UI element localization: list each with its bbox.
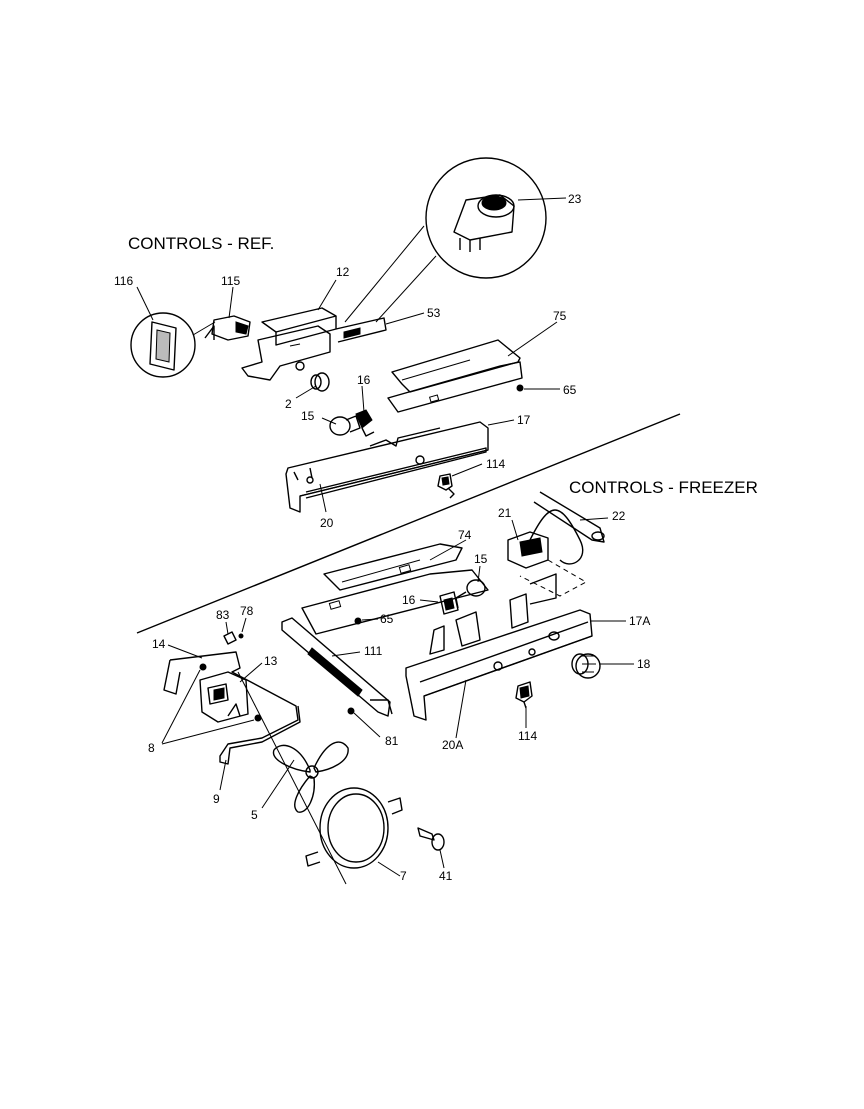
- callout-75: 75: [553, 309, 567, 323]
- callout-15-freezer: 15: [474, 552, 488, 566]
- callout-16-freezer: 16: [402, 593, 416, 607]
- part-18-knob: [571, 653, 634, 679]
- callout-114-freezer: 114: [518, 729, 537, 743]
- part-17a-light-housing: [405, 573, 626, 721]
- part-75-cover: [387, 339, 523, 413]
- callout-53: 53: [427, 306, 441, 320]
- callout-labels: 23 116 115 12 53 75 65 2 16 15 17 114 20…: [114, 192, 651, 883]
- callout-15-ref: 15: [301, 409, 315, 423]
- callout-65-ref: 65: [563, 383, 577, 397]
- callout-18: 18: [637, 657, 651, 671]
- callout-20a: 20A: [442, 738, 463, 752]
- callout-21: 21: [498, 506, 512, 520]
- detail-circle-timer: [425, 157, 567, 279]
- callout-81: 81: [385, 734, 399, 748]
- part-13-fan-motor: [199, 671, 249, 723]
- callout-17: 17: [517, 413, 531, 427]
- part-65-screw-ref: [516, 384, 560, 392]
- callout-12: 12: [336, 265, 350, 279]
- callout-13: 13: [264, 654, 278, 668]
- section-divider: [136, 413, 681, 634]
- callout-111: 111: [364, 644, 383, 658]
- part-74-cover: [301, 543, 489, 635]
- callout-83: 83: [216, 608, 230, 622]
- detail-leader-a: [344, 225, 425, 323]
- callout-115: 115: [221, 274, 240, 288]
- part-114-freezer: [515, 681, 533, 709]
- callout-5: 5: [251, 808, 258, 822]
- part-14-fan-bracket: [163, 651, 301, 765]
- part-65-screw-freezer: [354, 617, 379, 625]
- section-title-ref: CONTROLS - REF.: [128, 234, 274, 253]
- part-12-housing: [241, 307, 387, 381]
- callout-74: 74: [458, 528, 472, 542]
- detail-leader-b: [375, 255, 437, 323]
- part-83-clip: [223, 631, 237, 645]
- callout-17a: 17A: [629, 614, 650, 628]
- callout-7: 7: [400, 869, 407, 883]
- callout-16-ref: 16: [357, 373, 371, 387]
- fan-shaft-centerline: [237, 671, 347, 885]
- part-15-bulb-freezer: [455, 579, 486, 609]
- callout-41: 41: [439, 869, 453, 883]
- part-15-bulb-ref: [329, 415, 361, 436]
- leader-lines: [136, 279, 609, 877]
- part-115-switch: [204, 315, 251, 341]
- callout-22: 22: [612, 509, 626, 523]
- part-16-socket-ref: [355, 409, 375, 437]
- callout-116: 116: [114, 274, 133, 288]
- callout-23: 23: [568, 192, 582, 206]
- part-41-screw: [417, 827, 445, 851]
- part-81-screw: [347, 707, 355, 715]
- callout-20: 20: [320, 516, 334, 530]
- detail-circle-116: [130, 312, 216, 378]
- part-78-screw: [238, 633, 244, 639]
- part-21-control: [507, 509, 584, 569]
- control-dashed-path: [519, 559, 588, 597]
- callout-8: 8: [148, 741, 155, 755]
- part-111-bracket: [281, 617, 393, 717]
- part-5-fan-blade: [272, 741, 349, 813]
- callout-78: 78: [240, 604, 254, 618]
- part-7-fan-shroud: [305, 787, 403, 869]
- section-title-freezer: CONTROLS - FREEZER: [569, 478, 758, 497]
- part-17-light-housing: [285, 421, 489, 513]
- callout-9: 9: [213, 792, 220, 806]
- callout-114-ref: 114: [486, 457, 505, 471]
- part-16-socket-freezer: [439, 591, 459, 615]
- callout-2: 2: [285, 397, 292, 411]
- callout-14: 14: [152, 637, 166, 651]
- part-2-knob: [310, 372, 330, 392]
- part-114-ref: [437, 473, 455, 499]
- callout-65-freezer: 65: [380, 612, 394, 626]
